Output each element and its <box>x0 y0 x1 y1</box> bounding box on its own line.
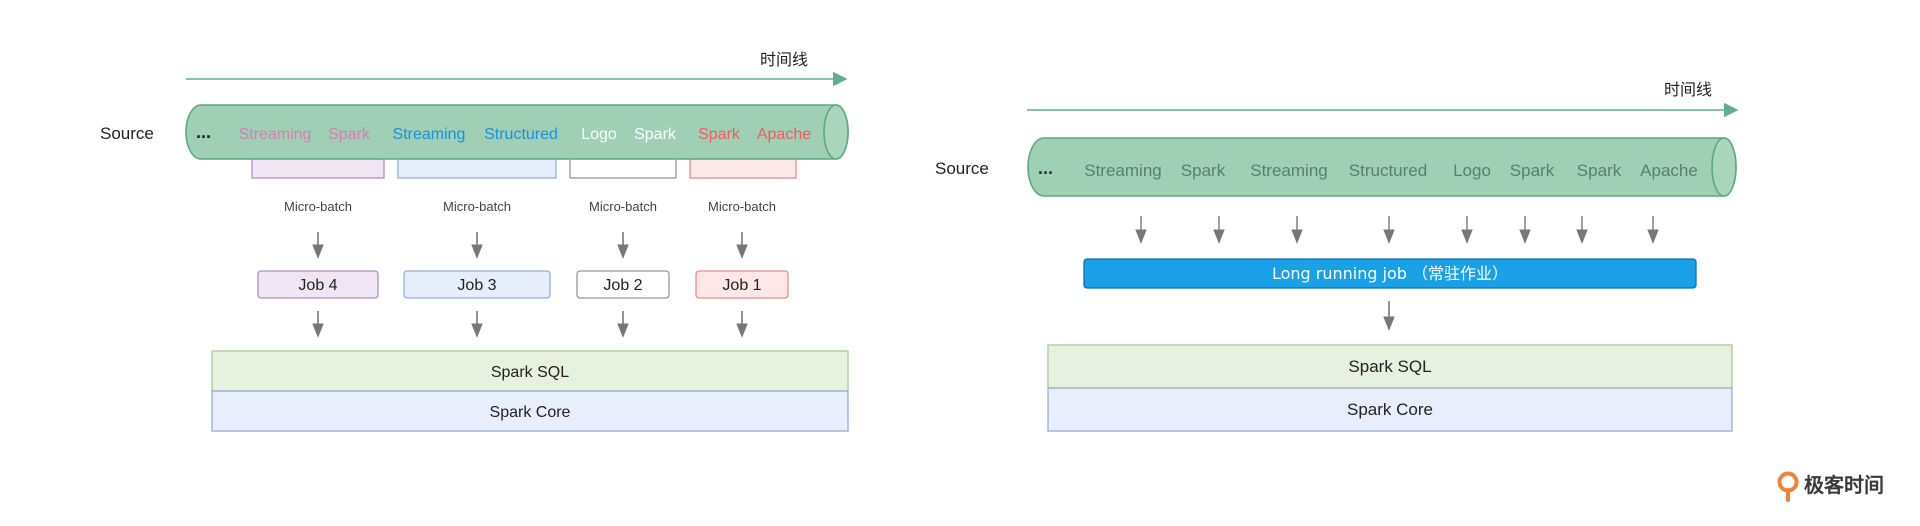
stream-word: Logo <box>1453 161 1491 180</box>
stream-word: Structured <box>1349 161 1427 180</box>
batch-column-4: Micro-batch Job 4 <box>257 199 379 338</box>
long-running-job-box <box>1083 258 1697 289</box>
right-pipe-ellipsis: ... <box>1038 158 1053 178</box>
right-diagram: 时间线 Source ... Streaming Spark Streaming… <box>935 80 1739 432</box>
left-diagram: 时间线 Source ... Streaming Spark Streaming… <box>100 50 849 432</box>
layer-spark-sql: Spark SQL <box>1047 344 1733 389</box>
layer-box <box>1047 387 1733 432</box>
left-spark-layers: Spark SQL Spark Core <box>211 350 849 432</box>
batch-column-2: Micro-batch Job 2 <box>576 199 670 338</box>
layer-label: Spark SQL <box>1348 357 1431 376</box>
brand-name: 极客时间 <box>1804 473 1884 497</box>
layer-box <box>1047 344 1733 389</box>
layer-label: Spark Core <box>1347 400 1433 419</box>
job-box <box>403 270 551 299</box>
job-box <box>695 270 789 299</box>
stream-word: Streaming <box>239 126 312 143</box>
stream-word: Apache <box>1640 161 1698 180</box>
geektime-logo-icon <box>1777 471 1799 502</box>
brand-watermark: 极客时间 <box>1777 471 1884 502</box>
stream-word: Spark <box>698 126 741 143</box>
job-label: Job 2 <box>603 277 642 294</box>
left-batches: Micro-batch Job 4 Micro-batch Job 3 Micr… <box>257 199 789 338</box>
stream-word: Structured <box>484 126 558 143</box>
stream-word: Spark <box>1181 161 1226 180</box>
left-source-label: Source <box>100 124 154 143</box>
micro-batch-label: Micro-batch <box>443 199 511 214</box>
stream-word: Logo <box>581 126 617 143</box>
left-pipe-ellipsis: ... <box>196 122 211 142</box>
layer-box <box>211 390 849 432</box>
micro-batch-label: Micro-batch <box>589 199 657 214</box>
layer-spark-core: Spark Core <box>1047 387 1733 432</box>
job-label: Job 3 <box>457 277 496 294</box>
right-spark-layers: Spark SQL Spark Core <box>1047 344 1733 432</box>
job-label: Job 4 <box>298 277 337 294</box>
job-label: Job 1 <box>722 277 761 294</box>
stream-word: Spark <box>328 126 371 143</box>
layer-label: Spark SQL <box>491 364 569 381</box>
right-pipe-end-cap <box>1711 137 1737 197</box>
left-stream-words: Streaming Spark Streaming Structured Log… <box>239 126 812 143</box>
stream-word: Spark <box>1510 161 1555 180</box>
stream-word: Apache <box>757 126 811 143</box>
stream-word: Spark <box>1577 161 1622 180</box>
stream-word: Spark <box>634 126 677 143</box>
layer-spark-sql: Spark SQL <box>211 350 849 392</box>
stream-word: Streaming <box>1250 161 1327 180</box>
batch-column-3: Micro-batch Job 3 <box>403 199 551 338</box>
stream-word: Streaming <box>1084 161 1161 180</box>
job-box <box>576 270 670 299</box>
right-stream-words: Streaming Spark Streaming Structured Log… <box>1084 161 1698 180</box>
right-timeline-label: 时间线 <box>1664 80 1712 99</box>
stream-word: Streaming <box>393 126 466 143</box>
left-timeline-label: 时间线 <box>760 50 808 69</box>
micro-batch-label: Micro-batch <box>284 199 352 214</box>
right-source-label: Source <box>935 159 989 178</box>
right-down-arrows <box>1135 216 1659 244</box>
batch-column-1: Micro-batch Job 1 <box>695 199 789 338</box>
layer-spark-core: Spark Core <box>211 390 849 432</box>
job-box <box>257 270 379 299</box>
layer-box <box>211 350 849 392</box>
layer-label: Spark Core <box>490 404 571 421</box>
long-running-job-label: Long running job （常驻作业） <box>1272 264 1508 283</box>
left-pipe-end-cap <box>823 104 849 160</box>
micro-batch-label: Micro-batch <box>708 199 776 214</box>
